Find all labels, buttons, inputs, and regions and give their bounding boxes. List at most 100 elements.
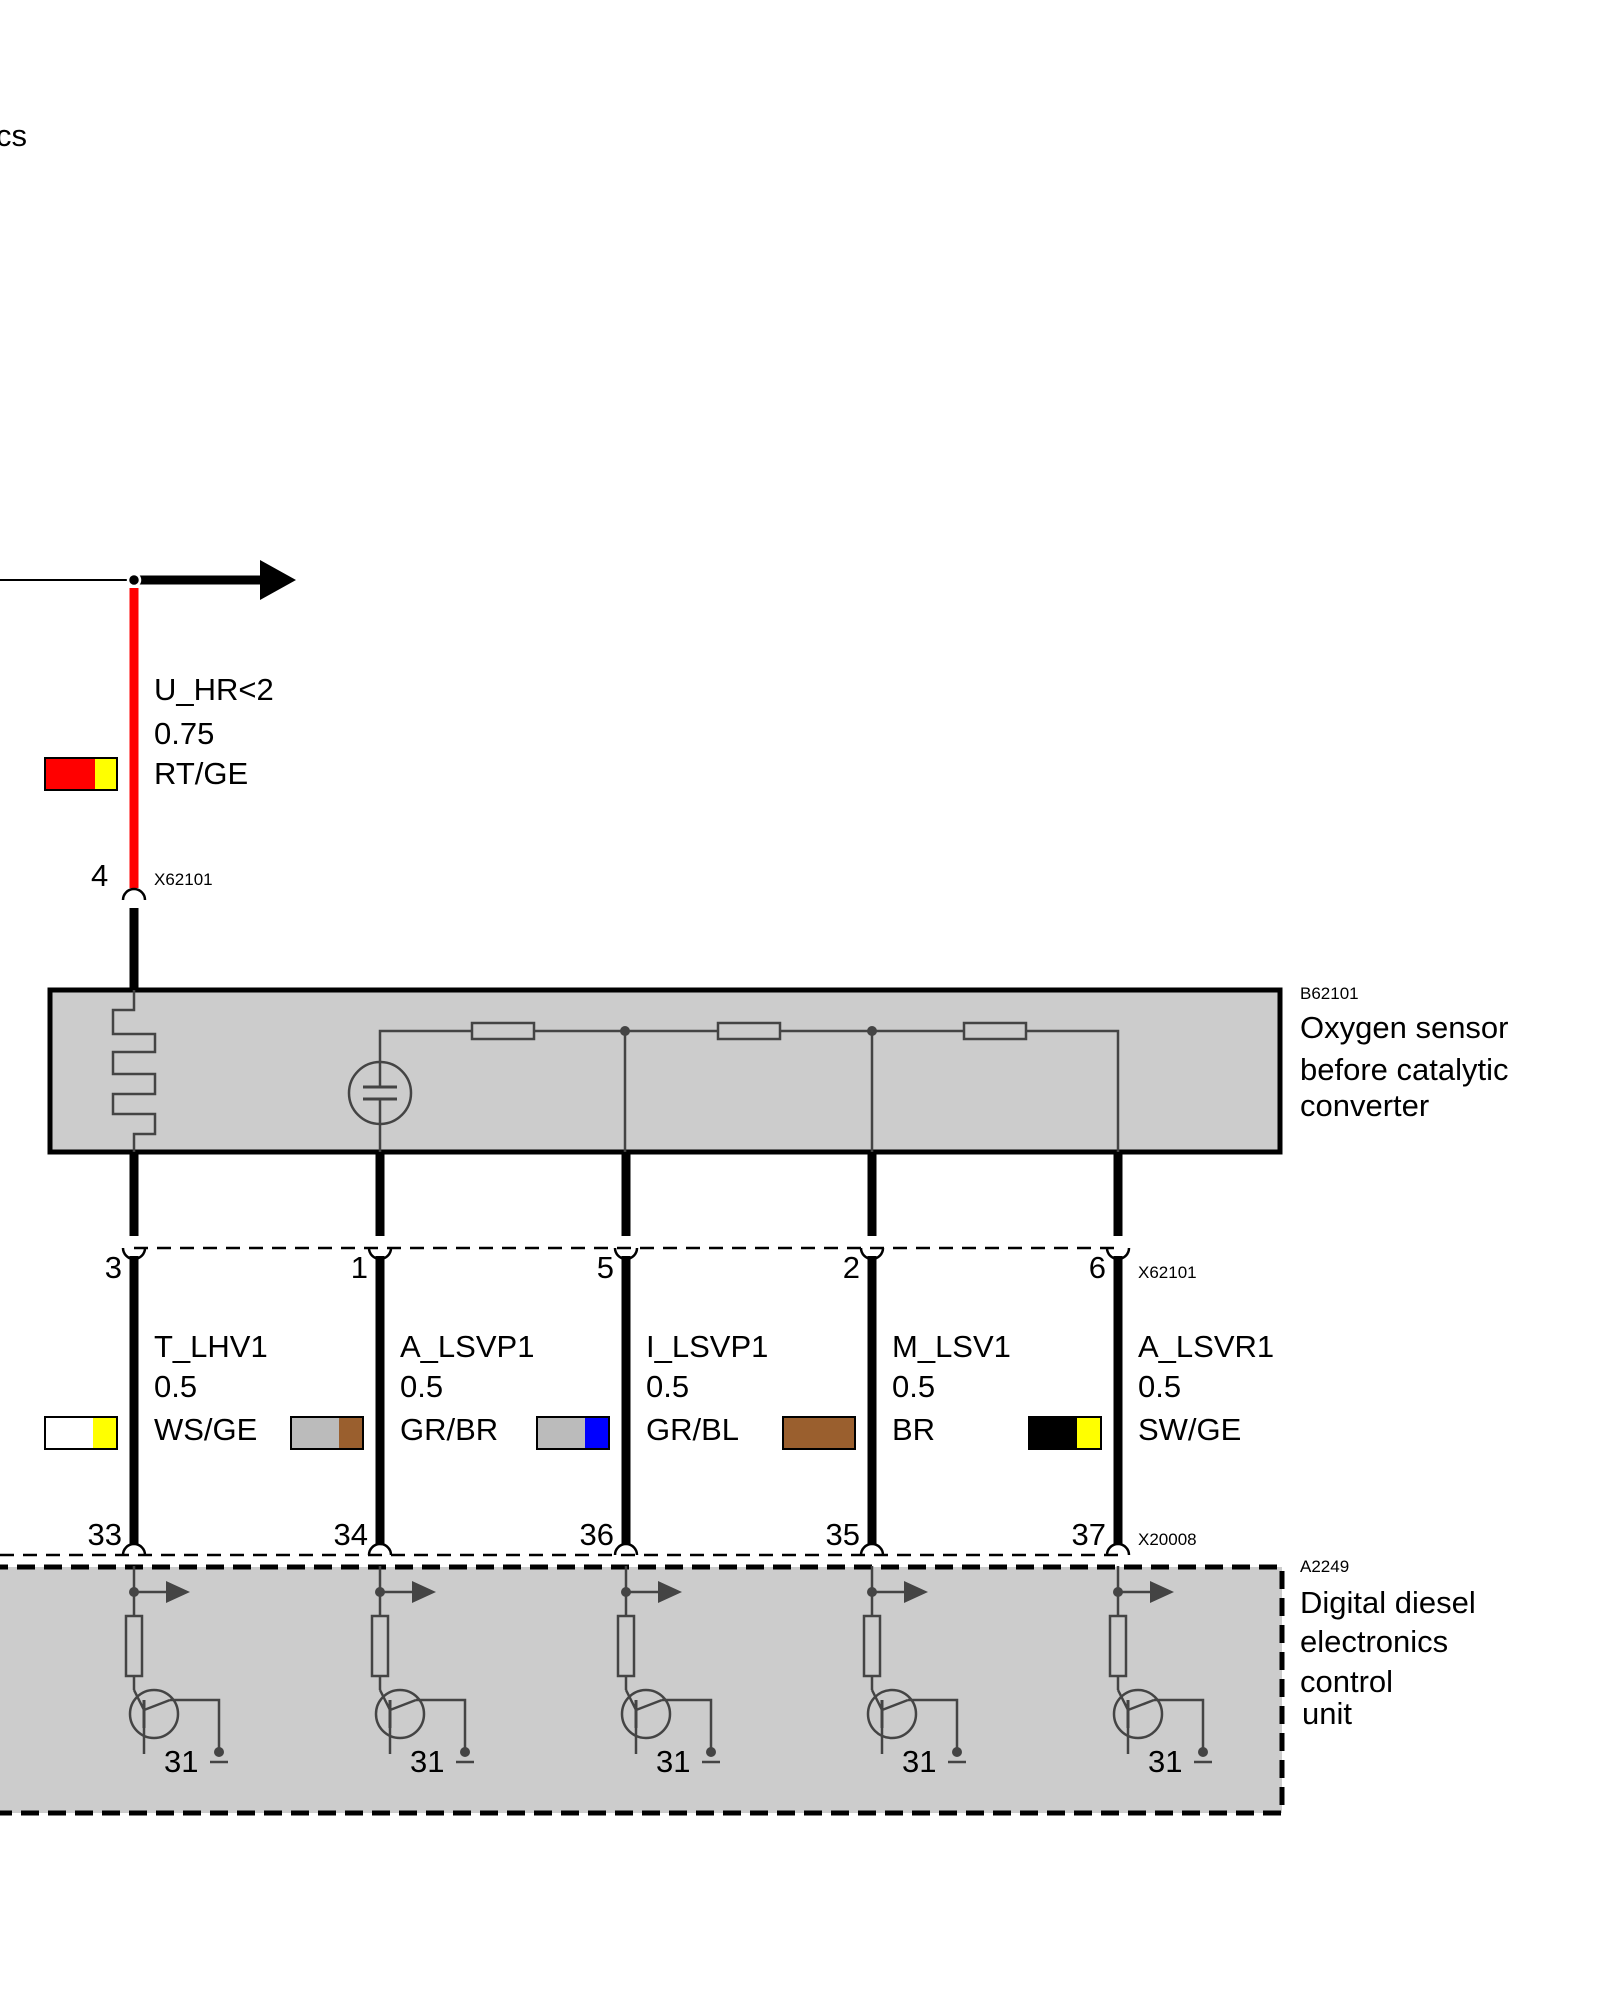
- swatch-border: [1028, 1416, 1102, 1450]
- connector-label-x62101-top: X62101: [154, 870, 213, 889]
- ecu-input-circuit: 31: [1108, 1566, 1212, 1779]
- ecu-pin-label: 33: [88, 1517, 122, 1552]
- wire-signal-label: M_LSV1: [892, 1329, 1011, 1364]
- swatch-border: [290, 1416, 364, 1450]
- wire-gauge-label: 0.5: [400, 1369, 443, 1404]
- wire-group: 333T_LHV10.5WS/GE31134A_LSVP10.5GR/BR315…: [44, 1152, 1274, 1779]
- connector-cup: [1105, 1542, 1131, 1556]
- arrow-right-icon: [166, 1581, 190, 1603]
- ecu-name-line-3: control: [1300, 1664, 1393, 1699]
- transistor-emitter: [881, 1698, 909, 1712]
- resistor-icon: [862, 1614, 882, 1678]
- color-swatch-rt-ge: [44, 757, 118, 791]
- transistor-icon: [866, 1688, 918, 1740]
- color-swatch: [44, 1416, 118, 1450]
- connector-label-x62101: X62101: [1138, 1263, 1197, 1282]
- ecu-pin-label: 34: [334, 1517, 368, 1552]
- ground-dot: [952, 1747, 962, 1757]
- sensor-pin-label: 3: [105, 1250, 122, 1285]
- ecu-name-line-2: electronics: [1300, 1624, 1448, 1659]
- resistor-icon: [124, 1614, 144, 1678]
- wire-gauge-label: 0.5: [1138, 1369, 1181, 1404]
- ecu-name-line-4: unit: [1302, 1696, 1352, 1731]
- ground-label: 31: [164, 1744, 198, 1779]
- resistor-icon: [1108, 1614, 1128, 1678]
- sensor-pin-label: 1: [351, 1250, 368, 1285]
- swatch-stripe: [585, 1417, 609, 1449]
- swatch-primary: [45, 1417, 93, 1449]
- ground-dot: [706, 1747, 716, 1757]
- sensor-housing: [47, 987, 1283, 1155]
- wire-signal-label: A_LSVR1: [1138, 1329, 1274, 1364]
- swatch-primary: [1029, 1417, 1077, 1449]
- swatch-border: [44, 1416, 118, 1450]
- swatch-border: [782, 1416, 856, 1450]
- ground-wire: [908, 1698, 959, 1752]
- resistor-icon-2: [716, 1021, 782, 1041]
- swatch-primary: [291, 1417, 339, 1449]
- transistor-emitter: [1127, 1698, 1155, 1712]
- connector-cup: [859, 1542, 885, 1556]
- junction-dot: [867, 1026, 877, 1036]
- arrow-right-icon: [1150, 1581, 1174, 1603]
- top-feed: U_HR<2 0.75 RT/GE 4 X62101: [0, 560, 296, 990]
- sensor-name-line-2: before catalytic: [1300, 1052, 1509, 1087]
- ground-wire: [170, 1698, 221, 1752]
- transistor-collector: [132, 1689, 146, 1711]
- ecu-input-circuit: 31: [370, 1566, 474, 1779]
- wire-color-code-top: RT/GE: [154, 756, 248, 791]
- wire-gauge-label: 0.5: [646, 1369, 689, 1404]
- swatch-stripe: [339, 1417, 363, 1449]
- transistor-icon: [620, 1688, 672, 1740]
- connector-cup-pin-4: [121, 887, 147, 901]
- sensor-cell-icon: [347, 1060, 413, 1126]
- transistor-collector: [1116, 1689, 1130, 1711]
- sensor-pin-label: 5: [597, 1250, 614, 1285]
- resistor-icon: [370, 1614, 390, 1678]
- arrow-right-icon: [904, 1581, 928, 1603]
- header-fragment: cs: [0, 118, 27, 153]
- ecu-input-circuit: 31: [124, 1566, 228, 1779]
- wire-color-code-label: BR: [892, 1412, 935, 1447]
- wire-color-code-label: GR/BR: [400, 1412, 498, 1447]
- oxygen-sensor: B62101 Oxygen sensor before catalytic co…: [47, 984, 1509, 1155]
- transistor-icon: [374, 1688, 426, 1740]
- ground-wire: [416, 1698, 467, 1752]
- swatch-primary: [537, 1417, 585, 1449]
- sensor-pin-label: 2: [843, 1250, 860, 1285]
- arrow-right-icon: [260, 560, 296, 600]
- transistor-collector: [870, 1689, 884, 1711]
- transistor-collector: [624, 1689, 638, 1711]
- ground-dot: [1198, 1747, 1208, 1757]
- arrow-right-icon: [412, 1581, 436, 1603]
- wire-gauge-top: 0.75: [154, 716, 214, 751]
- ground-label: 31: [1148, 1744, 1182, 1779]
- sensor-name-line-3: converter: [1300, 1088, 1429, 1123]
- color-swatch: [782, 1416, 856, 1450]
- ground-label: 31: [902, 1744, 936, 1779]
- ground-wire: [1154, 1698, 1205, 1752]
- wire-color-code-label: GR/BL: [646, 1412, 739, 1447]
- transistor-emitter: [143, 1698, 171, 1712]
- transistor-icon: [128, 1688, 180, 1740]
- resistor-icon-1: [470, 1021, 536, 1041]
- sensor-id: B62101: [1300, 984, 1359, 1003]
- resistor-icon: [616, 1614, 636, 1678]
- junction-dot: [126, 572, 142, 588]
- ecu-name-line-1: Digital diesel: [1300, 1585, 1476, 1620]
- wire-signal-label: T_LHV1: [154, 1329, 268, 1364]
- transistor-emitter: [635, 1698, 663, 1712]
- wire-a_lsvp1: 1 34 A_LSVP1 0.5GR/BR 31: [290, 1152, 534, 1779]
- arrow-right-icon: [658, 1581, 682, 1603]
- sensor-pin-label: 6: [1089, 1250, 1106, 1285]
- ground-label: 31: [410, 1744, 444, 1779]
- connector-cup: [613, 1542, 639, 1556]
- swatch-primary: [783, 1417, 855, 1449]
- resistor-icon-3: [962, 1021, 1028, 1041]
- wire-signal-label: A_LSVP1: [400, 1329, 534, 1364]
- ecu-pin-label: 35: [826, 1517, 860, 1552]
- transistor-emitter: [389, 1698, 417, 1712]
- swatch-stripe: [93, 1417, 117, 1449]
